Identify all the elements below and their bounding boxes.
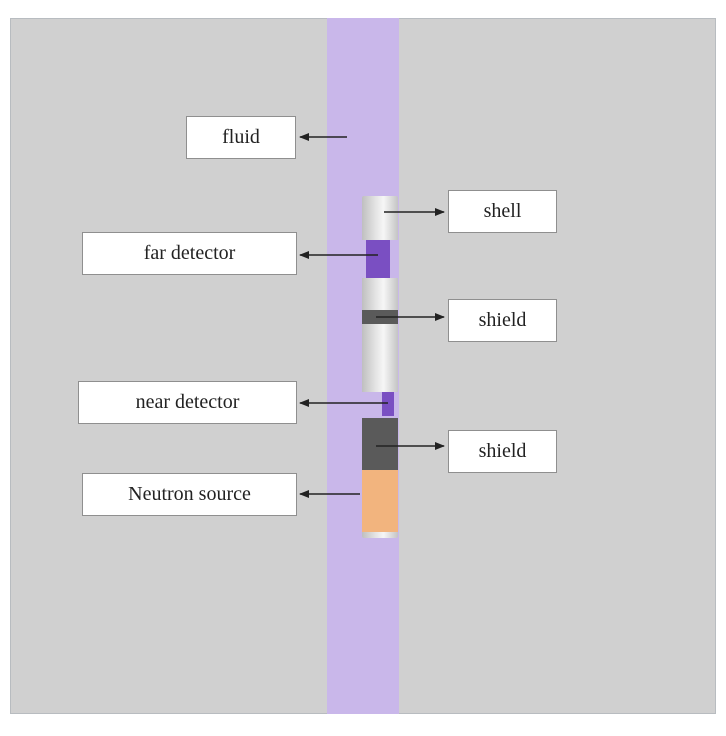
label-shield-lower: shield: [448, 430, 557, 473]
label-near-detector: near detector: [78, 381, 297, 424]
neutron-source-block: [362, 470, 398, 532]
shield-lower-block: [362, 418, 398, 470]
label-fluid: fluid: [186, 116, 296, 159]
near-detector-crystal: [382, 392, 394, 416]
tool-shell-mid-upper: [362, 278, 398, 310]
tool-shell-mid: [362, 324, 398, 392]
tool-shell-top: [362, 196, 398, 240]
tool-shell-bottom: [362, 532, 398, 538]
label-shield-upper: shield: [448, 299, 557, 342]
label-shell: shell: [448, 190, 557, 233]
label-far-detector: far detector: [82, 232, 297, 275]
far-detector-crystal: [366, 240, 390, 278]
shield-upper-block: [362, 310, 398, 324]
label-neutron-source: Neutron source: [82, 473, 297, 516]
logging-tool: [362, 196, 398, 538]
